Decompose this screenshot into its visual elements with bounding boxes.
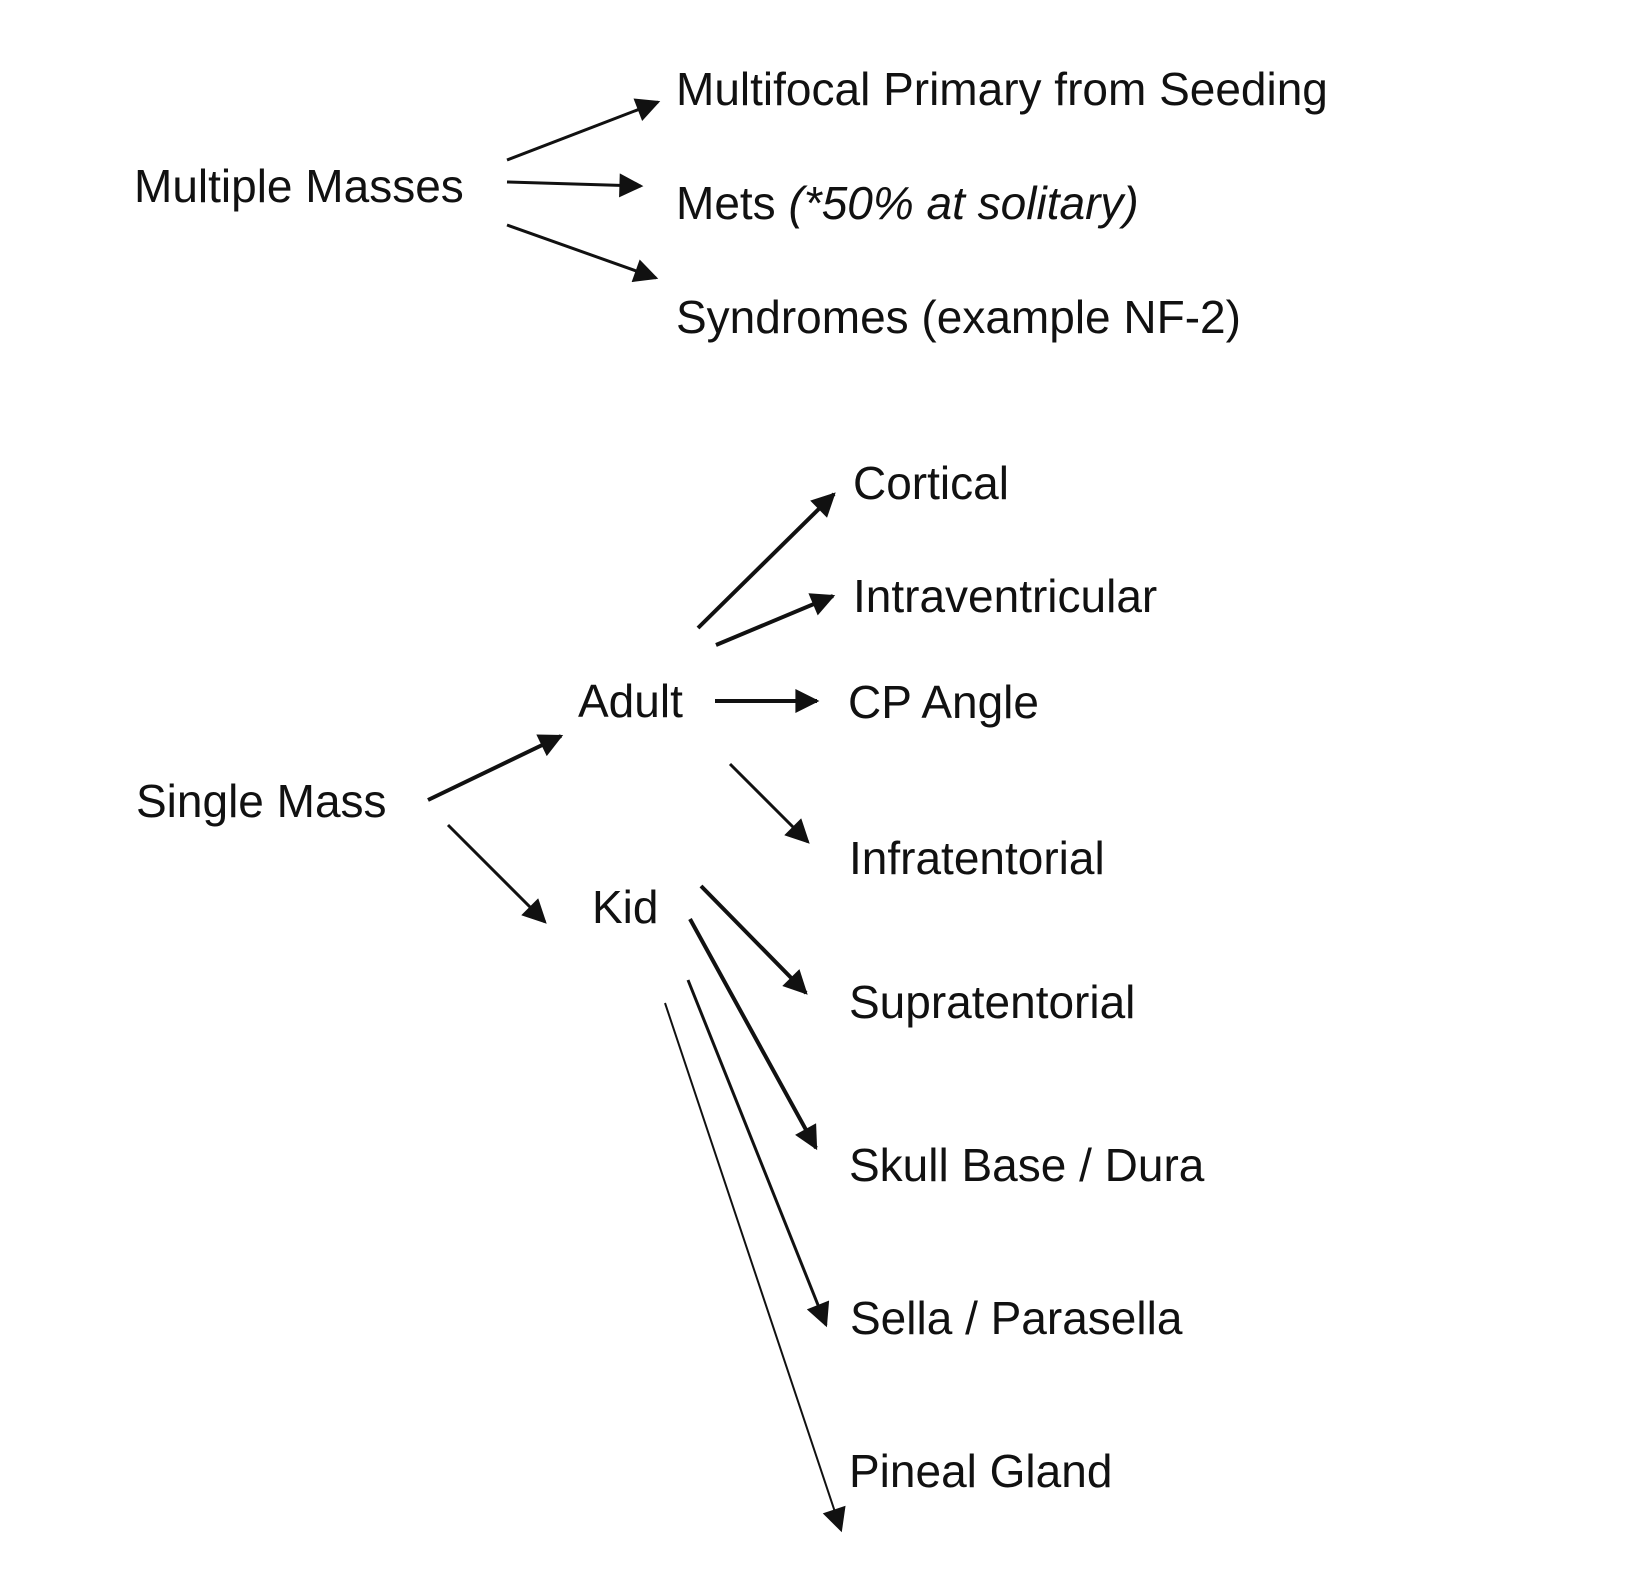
node-adult: Adult xyxy=(578,675,683,727)
node-mets: Mets (*50% at solitary) xyxy=(676,180,1139,226)
arrow-kid-to-pineal xyxy=(664,1002,846,1533)
node-intraventricular: Intraventricular xyxy=(853,570,1158,622)
arrow-kid-to-supratentorial xyxy=(699,884,808,995)
node-single-mass: Single Mass xyxy=(136,775,387,827)
mets-label: Mets xyxy=(676,177,776,229)
node-sella: Sella / Parasella xyxy=(850,1292,1183,1344)
mets-note: (*50% at solitary) xyxy=(788,177,1139,229)
node-supratentorial: Supratentorial xyxy=(849,976,1136,1028)
arrow-single-to-kid xyxy=(446,823,547,924)
arrow-adult-to-intraventricular xyxy=(715,593,836,647)
node-kid: Kid xyxy=(592,881,659,933)
node-multifocal: Multifocal Primary from Seeding xyxy=(676,63,1328,115)
arrow-kid-to-sella xyxy=(686,979,830,1328)
node-pineal: Pineal Gland xyxy=(849,1445,1113,1497)
arrow-adult-to-infratentorial xyxy=(728,762,810,844)
node-cp-angle: CP Angle xyxy=(848,676,1039,728)
node-skull-base: Skull Base / Dura xyxy=(849,1139,1205,1191)
arrow-multiple-to-syndromes xyxy=(506,223,659,283)
arrow-single-to-adult xyxy=(427,734,564,802)
node-multiple-masses: Multiple Masses xyxy=(134,160,464,212)
node-infratentorial: Infratentorial xyxy=(849,832,1105,884)
arrow-adult-to-cortical xyxy=(696,492,836,630)
arrow-multiple-to-multifocal xyxy=(506,98,661,162)
node-syndromes: Syndromes (example NF-2) xyxy=(676,291,1241,343)
node-cortical: Cortical xyxy=(853,457,1009,509)
arrow-multiple-to-mets xyxy=(506,173,644,198)
arrow-kid-to-skull-base xyxy=(688,918,818,1151)
